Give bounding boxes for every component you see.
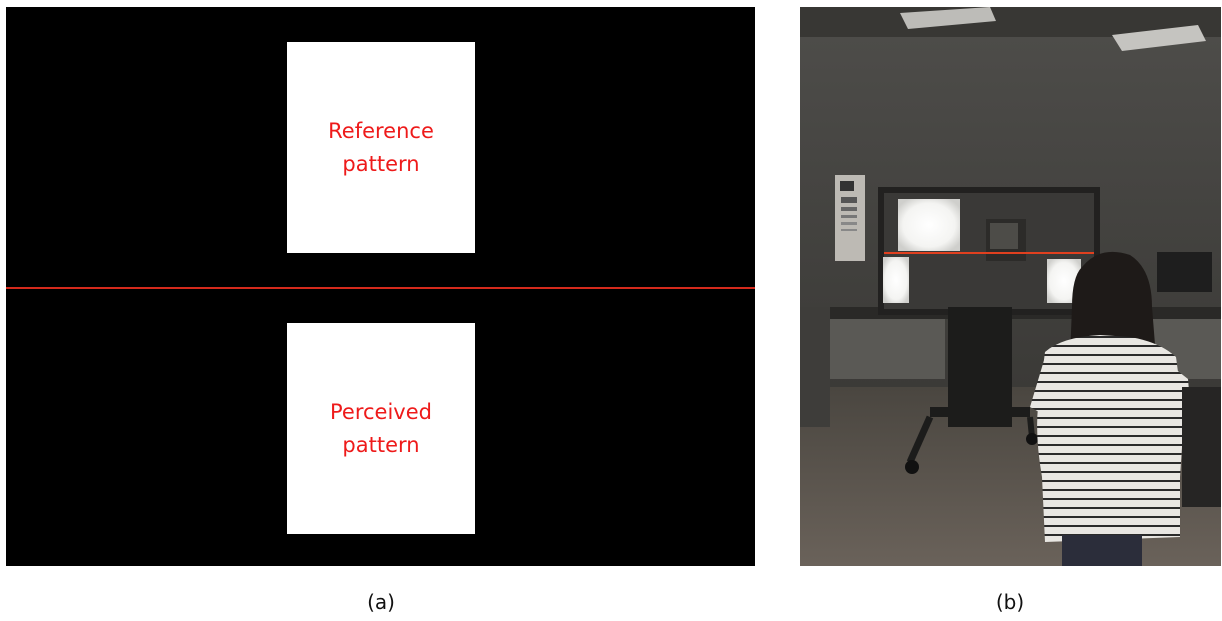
panel-a-display-schematic: Reference pattern Perceived pattern: [6, 7, 755, 566]
caption-a: (a): [367, 590, 395, 614]
ceiling-light-icon: [900, 7, 1206, 51]
red-horizontal-line: [6, 287, 755, 289]
reference-pattern-label: Reference pattern: [328, 118, 434, 176]
setup-photo-illustration: [800, 7, 1221, 566]
large-display-screen: [878, 187, 1100, 315]
panel-b-setup-photo: [800, 7, 1221, 566]
perceived-pattern-on-screen-left: [883, 257, 909, 303]
perceived-pattern-box: Perceived pattern: [287, 323, 475, 534]
reference-pattern-box: Reference pattern: [287, 42, 475, 253]
chair: [1182, 387, 1221, 507]
reference-pattern-on-screen: [898, 199, 960, 251]
eye-chart: [835, 175, 865, 261]
bench-monitor: [1157, 252, 1212, 292]
perceived-pattern-label: Perceived pattern: [330, 399, 432, 457]
participant-person: [1030, 251, 1192, 566]
red-line-on-screen: [884, 252, 1094, 254]
display-stand: [905, 307, 1038, 474]
caption-b: (b): [995, 590, 1025, 614]
